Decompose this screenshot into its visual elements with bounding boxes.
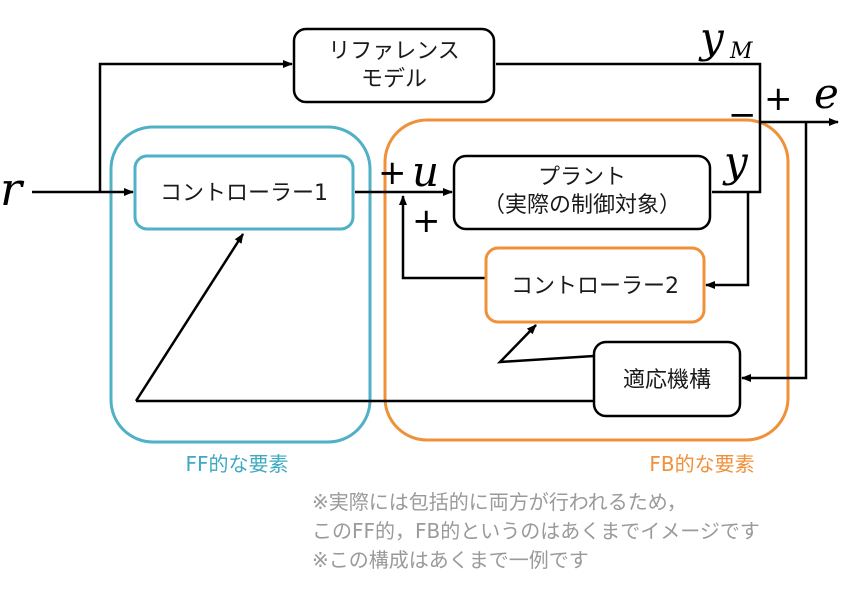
tuning-arrow-controller2	[496, 324, 595, 364]
fb-group-label: FB的な要素	[649, 452, 754, 476]
reference-model-label-2: モデル	[361, 67, 427, 92]
plant-label-1: プラント	[538, 165, 626, 190]
reference-model-block: リファレンス モデル	[292, 27, 496, 104]
ym-line	[496, 62, 762, 122]
controller1-label: コントローラー1	[160, 181, 328, 206]
tuning-arrow-controller1	[134, 233, 245, 402]
note-line-2: このFF的，FB的というのはあくまでイメージです	[312, 519, 760, 543]
fb-group-box	[383, 118, 790, 442]
reference-model-label-1: リファレンス	[328, 39, 460, 64]
plus-sign-u-top: +	[378, 153, 407, 193]
controller2-label: コントローラー2	[511, 274, 679, 299]
r-to-reference-line	[98, 60, 293, 192]
controller2-block: コントローラー2	[484, 246, 706, 324]
controller2-feedback-line	[399, 195, 486, 280]
signal-lines	[32, 60, 839, 403]
plus-sign-u-bottom: +	[412, 201, 441, 241]
plant-label-2: （実際の制御対象）	[483, 193, 681, 218]
plant-block: プラント （実際の制御対象）	[452, 154, 712, 231]
adaptive-mechanism-block: 適応機構	[592, 340, 742, 418]
y-symbol: y	[722, 137, 749, 186]
r-symbol: r	[0, 162, 25, 216]
y-line	[712, 122, 762, 194]
note-line-1: ※実際には包括的に両方が行われるため，	[312, 490, 687, 514]
minus-sign-sum: −	[728, 95, 757, 135]
ff-group-label: FF的な要素	[185, 452, 288, 476]
controller1-block: コントローラー1	[133, 154, 355, 231]
e-to-adaptive-line	[741, 122, 808, 382]
y-to-controller2-line	[705, 192, 750, 289]
ym-subscript: M	[729, 39, 753, 64]
u-symbol: u	[412, 147, 439, 196]
note-line-3: ※この構成はあくまで一例です	[312, 548, 589, 572]
plus-sign-sum: +	[764, 79, 793, 119]
ff-group-box	[109, 125, 372, 444]
adaptive-label: 適応機構	[623, 368, 711, 393]
e-symbol: e	[814, 69, 839, 118]
ym-symbol: y	[698, 13, 725, 62]
